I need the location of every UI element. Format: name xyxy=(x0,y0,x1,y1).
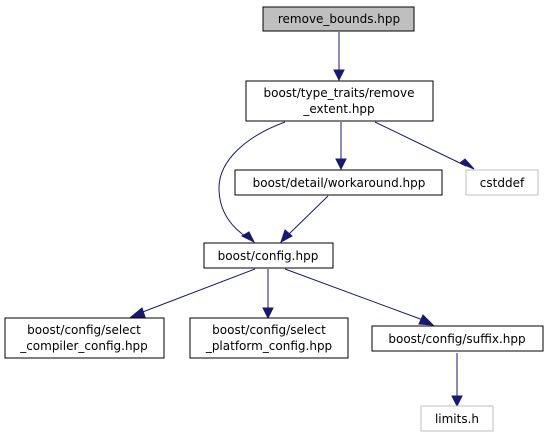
node-label: boost/config.hpp xyxy=(218,249,319,263)
node-label: cstddef xyxy=(480,176,525,190)
node-workaround[interactable]: boost/detail/workaround.hpp xyxy=(234,169,443,196)
node-label: boost/config/select xyxy=(27,323,141,337)
node-cstddef[interactable]: cstddef xyxy=(465,169,539,196)
node-label: boost/config/select xyxy=(212,323,326,337)
edge-suffix-to-limits xyxy=(451,353,463,408)
edge-workaround-to-config xyxy=(280,195,329,244)
node-select-compiler-config[interactable]: boost/config/select _compiler_config.hpp xyxy=(4,317,165,359)
edge-remove-extent-to-cstddef xyxy=(374,121,475,170)
node-label: boost/config/suffix.hpp xyxy=(388,332,525,346)
node-limits[interactable]: limits.h xyxy=(420,405,494,432)
edge-config-to-select-platform xyxy=(262,269,274,320)
node-remove-extent[interactable]: boost/type_traits/remove _extent.hpp xyxy=(245,80,434,122)
node-label: _platform_config.hpp xyxy=(205,339,332,353)
edge-remove-bounds-to-remove-extent xyxy=(333,32,345,82)
node-label: boost/detail/workaround.hpp xyxy=(253,176,426,190)
node-config[interactable]: boost/config.hpp xyxy=(203,242,334,269)
node-label: _extent.hpp xyxy=(302,102,374,116)
node-select-platform-config[interactable]: boost/config/select _platform_config.hpp xyxy=(189,317,349,359)
node-suffix[interactable]: boost/config/suffix.hpp xyxy=(371,325,544,352)
node-label: _compiler_config.hpp xyxy=(19,339,148,353)
node-label: limits.h xyxy=(435,412,479,426)
node-remove-bounds[interactable]: remove_bounds.hpp xyxy=(262,6,415,32)
edge-remove-extent-to-workaround xyxy=(335,122,347,171)
node-label: boost/type_traits/remove xyxy=(263,86,414,100)
edge-remove-extent-to-config xyxy=(218,121,286,244)
edge-config-to-suffix xyxy=(284,268,435,326)
edge-config-to-select-compiler xyxy=(129,268,256,318)
node-label: remove_bounds.hpp xyxy=(278,12,400,26)
